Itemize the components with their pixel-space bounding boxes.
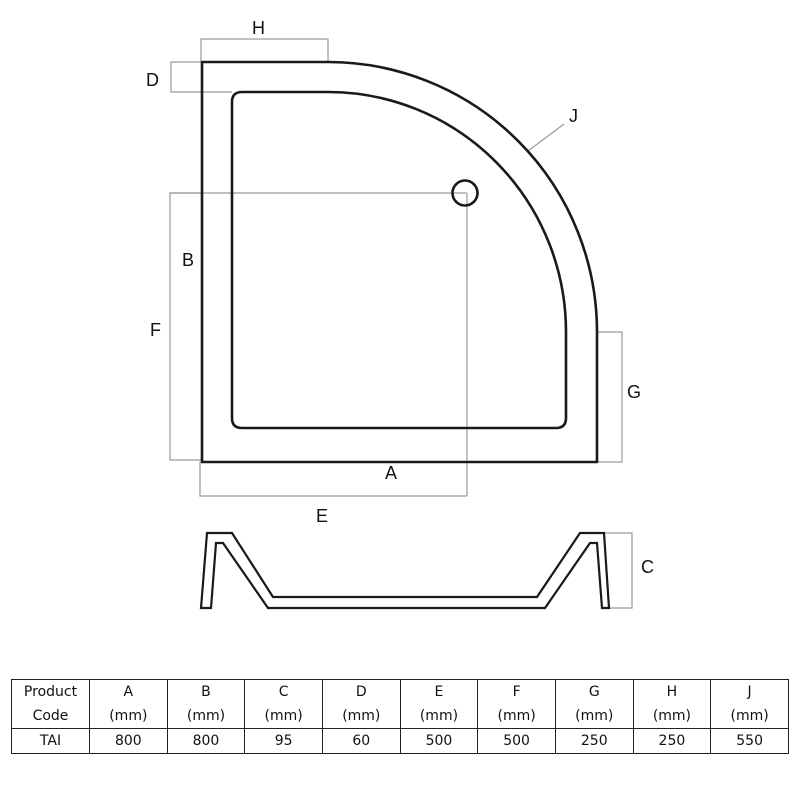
- cell-f: 500: [477, 728, 556, 754]
- header-top: H: [666, 684, 678, 700]
- waste-outlet-icon: [451, 179, 479, 207]
- cell-b: 800: [166, 728, 246, 754]
- cell-product-code: TAI: [11, 728, 90, 754]
- tray-profile: [199, 531, 611, 610]
- dim-j-leader: [527, 123, 565, 152]
- header-bottom: (mm): [652, 708, 692, 724]
- cell-a: 800: [89, 728, 168, 754]
- tray-inner-basin: [230, 90, 568, 430]
- dim-g: [597, 331, 623, 463]
- header-g: G (mm): [554, 679, 634, 729]
- header-c: C (mm): [244, 679, 323, 729]
- cell-h: 250: [632, 728, 712, 754]
- dim-f: [169, 192, 202, 461]
- header-top: C: [278, 684, 289, 700]
- header-bottom: (mm): [575, 708, 614, 724]
- header-bottom: (mm): [264, 708, 303, 724]
- dim-e: [199, 462, 467, 497]
- label-h: H: [252, 18, 265, 38]
- label-g: G: [627, 382, 641, 402]
- header-bottom: (mm): [730, 708, 769, 724]
- table-row: TAI 800 800 95 60 500 500 250 250 550: [11, 728, 789, 754]
- label-c: C: [641, 557, 654, 577]
- header-top: F: [512, 684, 521, 700]
- header-a: A (mm): [89, 679, 168, 729]
- header-bottom: (mm): [497, 708, 536, 724]
- label-a: A: [385, 463, 397, 483]
- tray-plan: [200, 60, 599, 464]
- label-j: J: [569, 106, 578, 126]
- label-d: D: [146, 70, 159, 90]
- cell-g: 250: [554, 728, 634, 754]
- dimension-labels: H D J B F G A E C: [146, 18, 654, 577]
- header-bottom: Code: [32, 708, 69, 724]
- cell-e: 500: [399, 728, 479, 754]
- shower-tray-drawing: H D J B F G A E C: [146, 18, 654, 610]
- header-j: J (mm): [710, 679, 789, 729]
- label-e: E: [316, 506, 328, 526]
- header-top: B: [201, 684, 211, 700]
- header-f: F (mm): [477, 679, 556, 729]
- header-bottom: (mm): [109, 708, 148, 724]
- cell-c: 95: [244, 728, 323, 754]
- table-body: TAI 800 800 95 60 500 500 250 250 550: [11, 728, 789, 754]
- label-f: F: [150, 320, 161, 340]
- header-bottom: (mm): [419, 708, 459, 724]
- tray-outer-edge: [200, 60, 599, 464]
- header-top: Product: [23, 684, 78, 700]
- header-h: H (mm): [632, 679, 712, 729]
- header-top: G: [588, 684, 600, 700]
- dimension-lines: [169, 38, 633, 609]
- label-b: B: [182, 250, 194, 270]
- header-bottom: (mm): [342, 708, 381, 724]
- header-top: D: [355, 684, 367, 700]
- header-top: E: [434, 684, 444, 700]
- cell-j: 550: [710, 728, 789, 754]
- header-d: D (mm): [321, 679, 401, 729]
- dim-c: [604, 532, 633, 609]
- header-top: A: [123, 684, 134, 700]
- header-top: J: [747, 684, 752, 700]
- header-bottom: (mm): [186, 708, 226, 724]
- cell-d: 60: [321, 728, 401, 754]
- header-b: B (mm): [166, 679, 246, 729]
- header-e: E (mm): [399, 679, 479, 729]
- tray-profile-outer: [199, 531, 611, 610]
- dim-h: [200, 38, 329, 62]
